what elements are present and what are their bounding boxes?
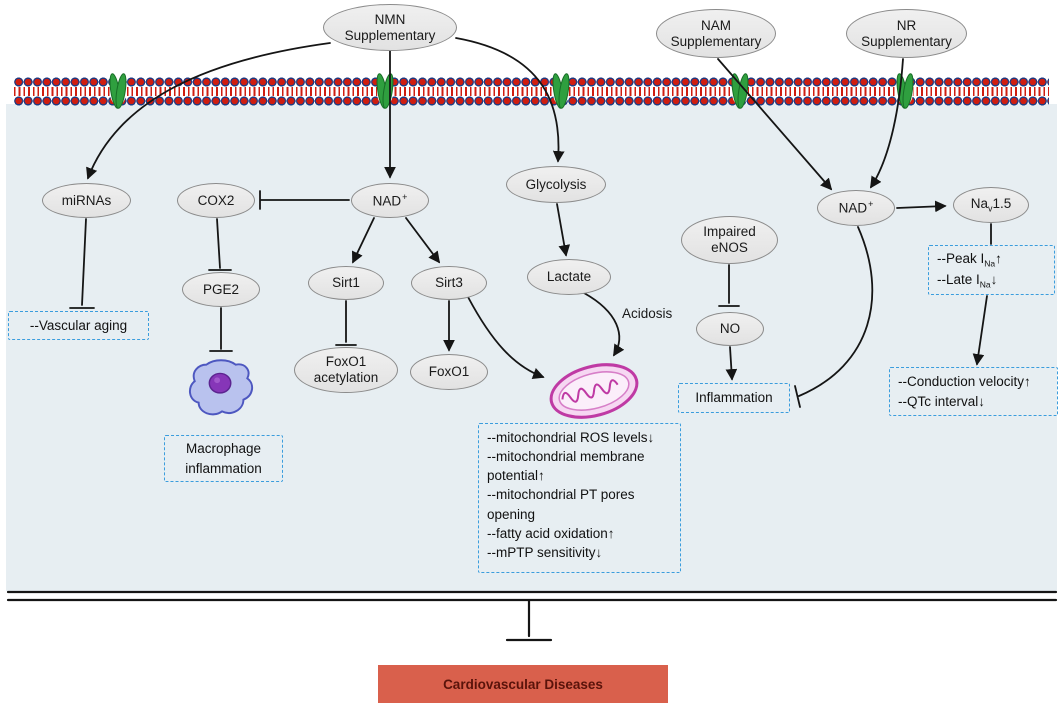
foxo1-label: FoxO1 — [428, 364, 470, 380]
peak-late-ina-box: --Peak INa↑ --Late INa↓ — [928, 245, 1055, 295]
sirt3-label: Sirt3 — [435, 275, 463, 291]
enos-line2: eNOS — [711, 240, 748, 255]
peak-ina-line: --Peak INa↑ — [937, 249, 1002, 270]
nad-superscript: + — [402, 191, 408, 202]
lactate-label: Lactate — [546, 269, 592, 285]
nad-right-label: NAD+ — [839, 199, 874, 216]
acidosis-label: Acidosis — [622, 306, 673, 321]
conduction-line1: --Conduction velocity↑ — [898, 374, 1031, 390]
peak-text: --Peak I — [937, 251, 985, 267]
node-foxo1-acetylation: FoxO1 acetylation — [294, 347, 398, 393]
cardiovascular-diseases-text: Cardiovascular Diseases — [443, 676, 603, 692]
node-pge2: PGE2 — [182, 272, 260, 307]
mito-effect-line: --mitochondrial ROS levels↓ — [487, 430, 655, 445]
vascular-aging-box: --Vascular aging — [8, 311, 149, 340]
transporter-icon — [550, 71, 572, 111]
mitochondria-cristae — [561, 379, 619, 403]
late-text: --Late I — [937, 272, 980, 287]
inflammation-text: Inflammation — [695, 390, 773, 406]
mito-effect-line: --mitochondrial membrane potential↑ — [487, 449, 645, 484]
nmn-line2: Supplementary — [344, 27, 436, 43]
inhibit-pathways-to-cvd — [505, 599, 553, 642]
node-lactate: Lactate — [527, 259, 611, 295]
nmn-line1: NMN — [374, 11, 406, 27]
macrophage-line1: Macrophage — [185, 441, 262, 457]
mito-effect-line: --mitochondrial PT pores opening — [487, 487, 635, 522]
inflammation-box: Inflammation — [678, 383, 790, 413]
mitochondria-icon — [538, 345, 651, 438]
node-cox2: COX2 — [177, 183, 255, 218]
macrophage-cell-icon — [185, 356, 259, 422]
node-nr-supplementary: NR Supplementary — [846, 9, 967, 58]
transporter-icon — [107, 71, 129, 111]
cox2-label: COX2 — [197, 192, 235, 208]
late-subscript: Na — [979, 279, 991, 290]
late-arrow-down: ↓ — [990, 272, 998, 287]
transporter-icon — [894, 71, 916, 111]
node-nad: NAD+ — [351, 183, 429, 218]
node-nmn-supplementary: NMN Supplementary — [323, 4, 457, 51]
node-foxo1: FoxO1 — [410, 354, 488, 390]
mitochondrial-effects-box: --mitochondrial ROS levels↓ --mitochondr… — [478, 423, 681, 573]
transporter-icon — [729, 71, 751, 111]
node-sirt1: Sirt1 — [308, 266, 384, 300]
mito-effect-line: --mPTP sensitivity↓ — [487, 544, 603, 560]
foxo1-acet-line1: FoxO1 — [325, 354, 367, 370]
nav15-subscript-v: v — [987, 203, 993, 214]
node-sirt3: Sirt3 — [411, 266, 487, 300]
foxo1-acet-line2: acetylation — [313, 370, 379, 385]
macrophage-line2: inflammation — [185, 460, 262, 476]
nad-right-superscript: + — [868, 199, 874, 210]
macrophage-nucleus-highlight — [214, 377, 221, 384]
mirnas-label: miRNAs — [61, 192, 112, 208]
enos-line1: Impaired — [703, 224, 756, 240]
nav15-label: Nav1.5 — [971, 196, 1012, 214]
node-nam-supplementary: NAM Supplementary — [656, 9, 776, 58]
macrophage-inflammation-box: Macrophage inflammation — [164, 435, 283, 482]
nr-line2: Supplementary — [861, 33, 952, 49]
macrophage-nucleus — [208, 372, 232, 394]
node-glycolysis: Glycolysis — [506, 166, 606, 203]
glycolysis-label: Glycolysis — [525, 176, 587, 192]
node-impaired-enos: Impaired eNOS — [681, 216, 778, 264]
node-mirnas: miRNAs — [42, 183, 131, 218]
nav15-number: 1.5 — [992, 195, 1012, 211]
sirt1-label: Sirt1 — [332, 275, 360, 291]
peak-arrow-up: ↑ — [995, 251, 1002, 267]
nam-line2: Supplementary — [670, 33, 762, 49]
peak-subscript: Na — [984, 258, 996, 269]
vascular-aging-text: --Vascular aging — [29, 317, 128, 333]
no-label: NO — [719, 321, 741, 337]
nr-line1: NR — [896, 17, 917, 33]
pge2-label: PGE2 — [202, 281, 240, 297]
nad-text: NAD — [372, 193, 402, 209]
node-nav15: Nav1.5 — [953, 187, 1029, 223]
nad-label: NAD+ — [373, 192, 408, 209]
node-nad-right: NAD+ — [817, 190, 895, 226]
transporter-icon — [374, 71, 396, 111]
late-ina-line: --Late INa↓ — [937, 270, 997, 291]
nad-right-text: NAD — [838, 200, 868, 216]
conduction-line2: --QTc interval↓ — [898, 393, 986, 409]
conduction-velocity-box: --Conduction velocity↑ --QTc interval↓ — [889, 367, 1058, 416]
mito-effect-line: --fatty acid oxidation↑ — [487, 525, 615, 541]
node-no: NO — [696, 312, 764, 346]
cardiovascular-diseases-box: Cardiovascular Diseases — [378, 665, 668, 703]
nam-line1: NAM — [701, 17, 731, 33]
nav15-na: Na — [970, 195, 988, 211]
